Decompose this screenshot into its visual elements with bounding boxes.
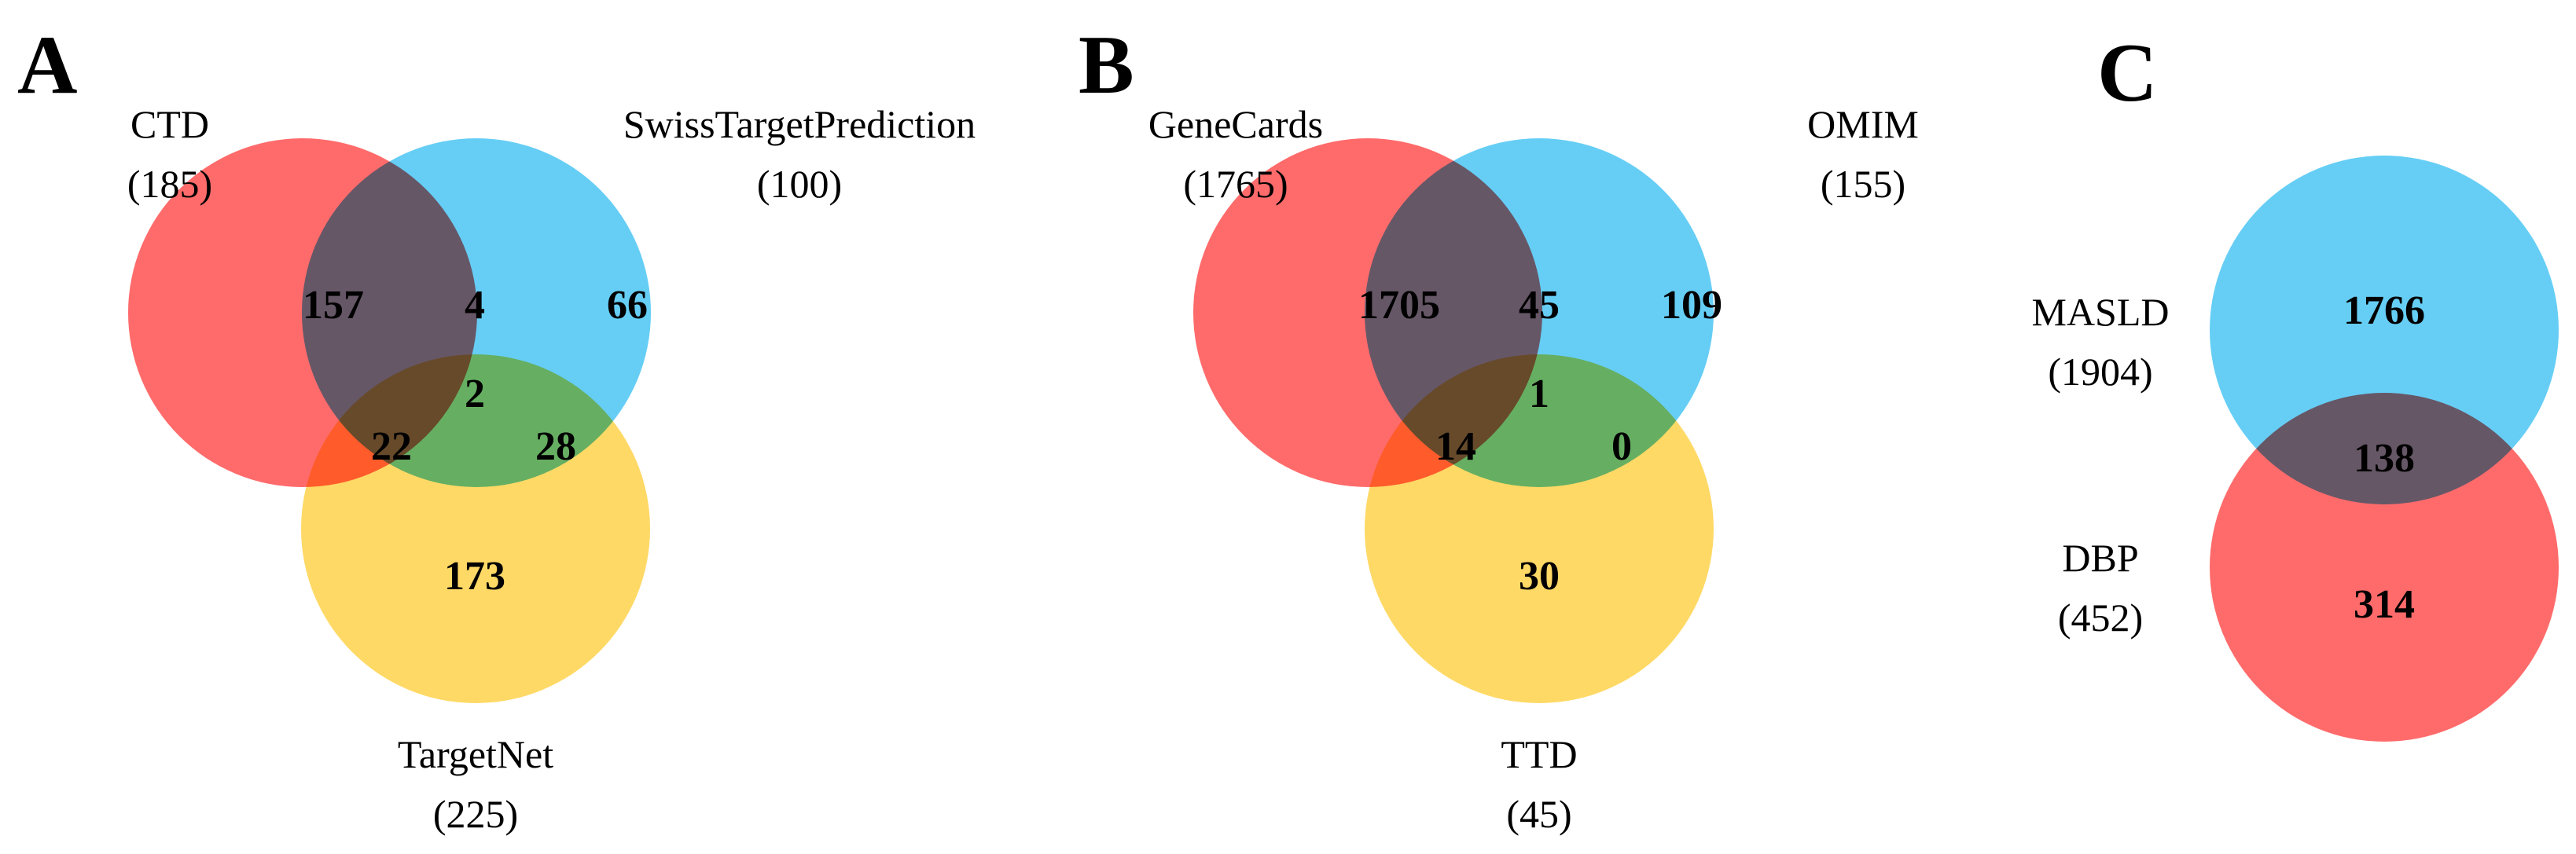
panel-b-letter: B — [1079, 19, 1134, 111]
panel-c-dbp-circle — [2210, 393, 2559, 742]
panel-c-count-dbp-only: 314 — [2354, 582, 2415, 627]
panel-a-ctd-name: CTD — [130, 102, 209, 146]
panel-a-count-swiss-targetnet: 28 — [535, 424, 576, 469]
panel-c-dbp-total: (452) — [2058, 596, 2143, 640]
panel-c: C MASLD (1904) DBP (452) 1766 138 314 — [2031, 27, 2559, 742]
panel-b: B GeneCards (1765) OMIM (155) TTD (45) 1… — [1079, 19, 1919, 836]
panel-a-count-swiss-only: 66 — [607, 283, 648, 328]
panel-b-ttd-circle — [1365, 354, 1714, 703]
panel-a-ctd-total: (185) — [127, 162, 212, 206]
panel-b-omim-name: OMIM — [1807, 102, 1919, 146]
panel-a-swisstargetprediction-name: SwissTargetPrediction — [623, 102, 976, 146]
panel-b-ttd-name: TTD — [1501, 732, 1577, 776]
panel-b-count-omim-only: 109 — [1661, 283, 1722, 328]
panel-b-count-all-three: 1 — [1529, 372, 1549, 416]
panel-c-count-overlap: 138 — [2354, 436, 2415, 481]
panel-b-count-ttd-only: 30 — [1519, 554, 1560, 599]
panel-b-genecards-total: (1765) — [1183, 162, 1288, 206]
panel-c-masld-total: (1904) — [2048, 350, 2152, 394]
panel-c-masld-name: MASLD — [2031, 290, 2169, 334]
panel-a-targetnet-circle — [301, 354, 650, 703]
panel-c-letter: C — [2097, 27, 2158, 119]
panel-b-count-genecards-omim: 45 — [1519, 283, 1560, 328]
panel-a-targetnet-total: (225) — [433, 792, 518, 836]
panel-a-swisstargetprediction-total: (100) — [757, 162, 842, 206]
panel-a-count-ctd-targetnet: 22 — [371, 424, 412, 469]
panel-a-count-targetnet-only: 173 — [444, 554, 505, 599]
panel-a-letter: A — [17, 19, 78, 111]
panel-b-genecards-name: GeneCards — [1148, 102, 1323, 146]
panel-a-count-ctd-swiss: 4 — [465, 283, 485, 328]
panel-b-count-genecards-only: 1705 — [1358, 283, 1440, 328]
panel-a-count-all-three: 2 — [465, 372, 485, 416]
panel-a-count-ctd-only: 157 — [303, 283, 364, 328]
panel-b-count-genecards-ttd: 14 — [1435, 424, 1476, 469]
panel-b-omim-total: (155) — [1821, 162, 1905, 206]
panel-c-count-masld-only: 1766 — [2343, 288, 2425, 333]
panel-c-dbp-name: DBP — [2062, 536, 2138, 580]
panel-a-targetnet-name: TargetNet — [398, 732, 553, 776]
panel-b-count-omim-ttd: 0 — [1611, 424, 1632, 469]
panel-a: A CTD (185) SwissTargetPrediction (100) … — [17, 19, 976, 836]
panel-b-ttd-total: (45) — [1506, 792, 1571, 836]
